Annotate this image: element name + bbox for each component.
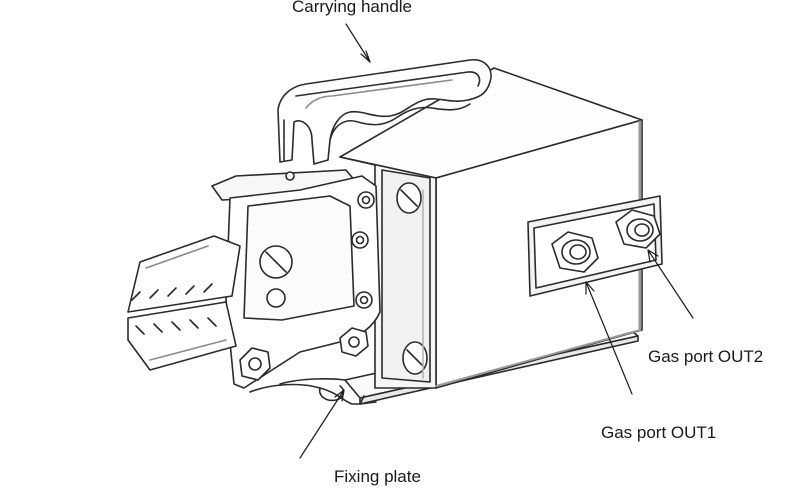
label-fixing-plate: Fixing plate [334,467,421,486]
label-gas-port-out2: Gas port OUT2 [648,347,764,366]
label-gas-port-out1: Gas port OUT1 [601,423,717,442]
carrying-handle [277,59,492,165]
crimping-dies [127,235,241,371]
gas-port-out2-fitting [615,209,661,249]
arrow-gas-port-out1 [585,281,633,395]
jaw-head [211,169,381,389]
arrow-carrying-handle [345,23,371,63]
arrow-fixing-plate [299,389,345,459]
leader-arrows [299,23,694,459]
label-carrying-handle: Carrying handle [292,0,413,16]
arrow-gas-port-out2 [647,249,694,319]
gas-port-out1-fitting [551,231,599,273]
